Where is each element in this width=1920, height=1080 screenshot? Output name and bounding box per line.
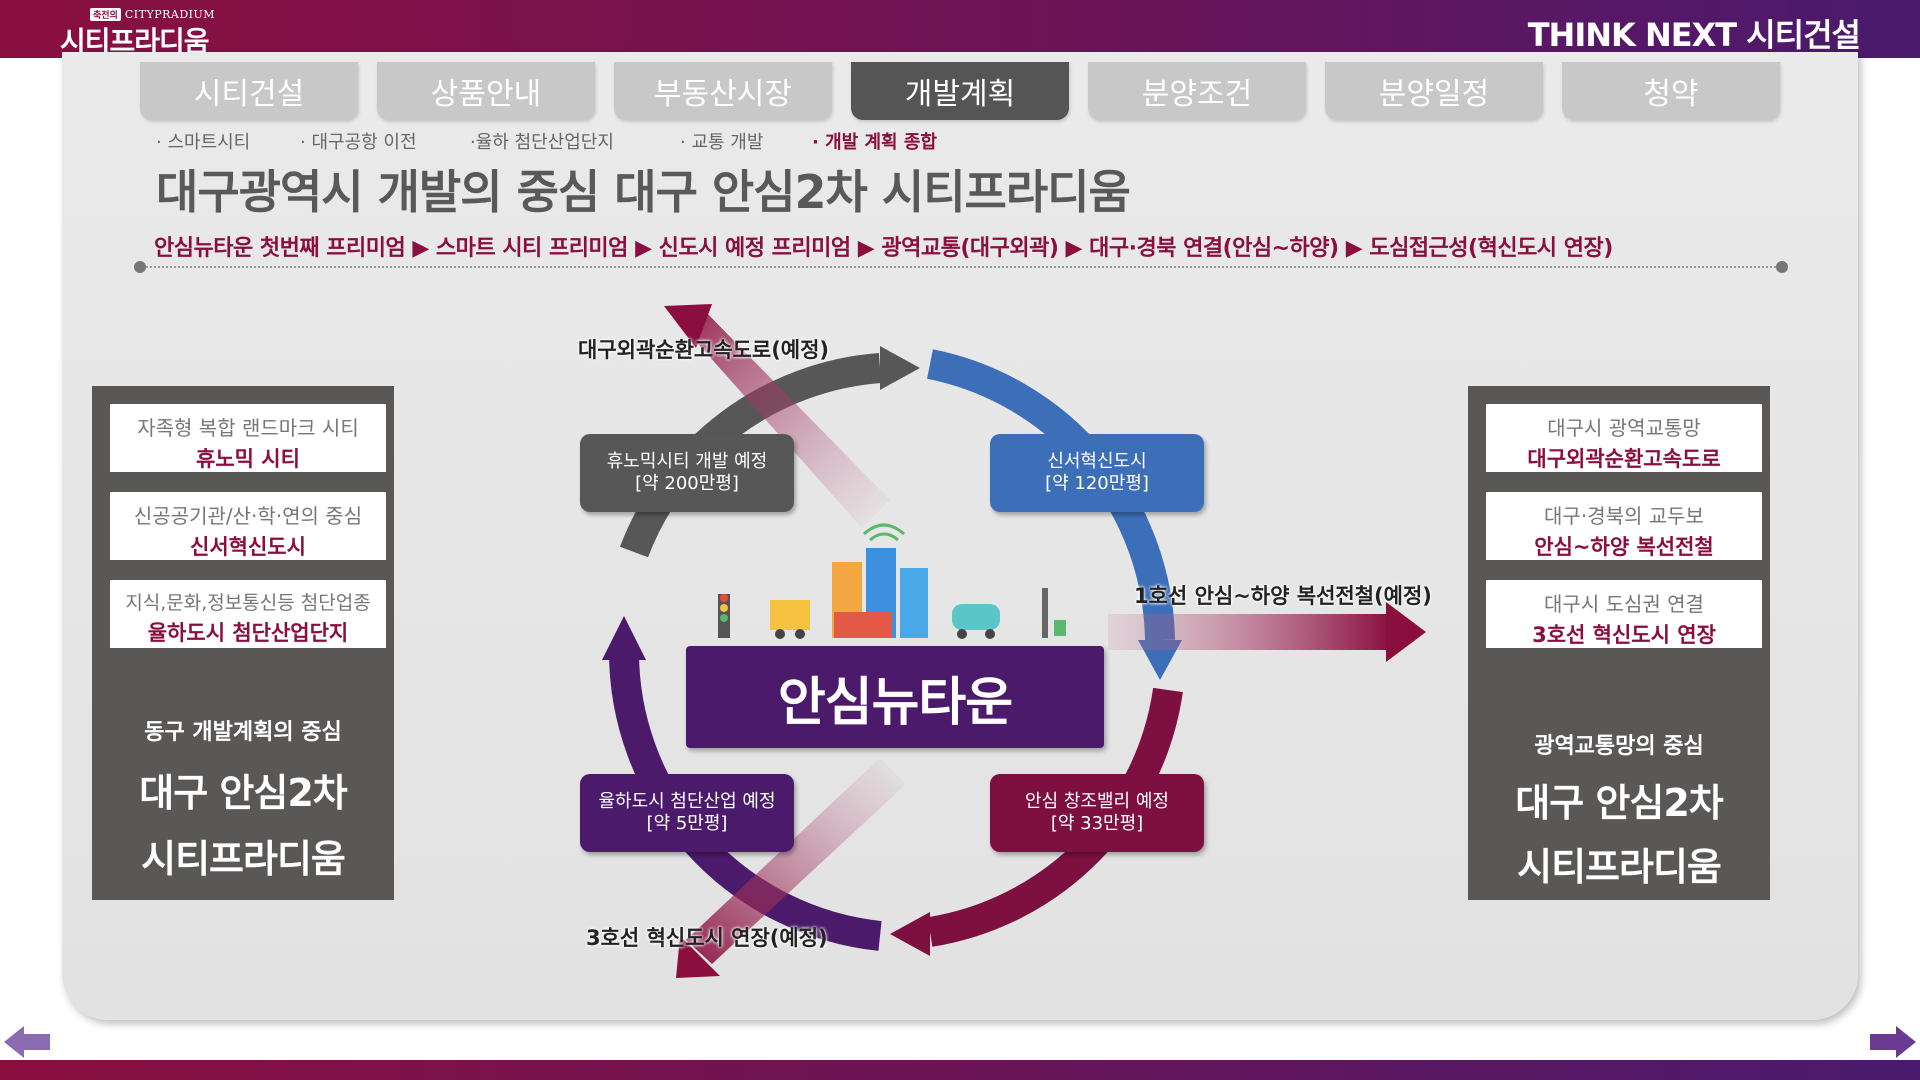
tab-product-info[interactable]: 상품안내 <box>377 62 595 120</box>
node-label: 휴노믹시티 개발 예정 <box>606 450 768 472</box>
node-size: [약 200만평] <box>635 473 739 494</box>
subnav-traffic-development[interactable]: · 교통 개발 <box>680 132 764 153</box>
tab-sale-conditions[interactable]: 분양조건 <box>1088 62 1306 120</box>
right-card-double-track: 대구·경북의 교두보 안심~하양 복선전철 <box>1486 492 1762 560</box>
city-illustration <box>718 523 1066 639</box>
slogan: THINK NEXT 시티건설 <box>1527 16 1861 54</box>
ring-arrowhead-left <box>602 616 646 660</box>
node-label: 신서혁신도시 <box>1047 450 1147 472</box>
route-arrow-line1 <box>1108 614 1390 650</box>
node-humanomic-city: 휴노믹시티 개발 예정 [약 200만평] <box>580 434 794 512</box>
left-card-yulha: 지식,문화,정보통신등 첨단업종 율하도시 첨단산업단지 <box>110 580 386 648</box>
node-size: [약 33만평] <box>1050 813 1144 834</box>
left-card-humanomic: 자족형 복합 랜드마크 시티 휴노믹 시티 <box>110 404 386 472</box>
left-project-name-2: 시티프라디움 <box>141 837 346 881</box>
card-desc: 신공공기관/산·학·연의 중심 <box>133 504 363 528</box>
route-arrow-line3 <box>686 758 906 964</box>
card-title: 안심~하양 복선전철 <box>1534 535 1714 559</box>
node-size: [약 5만평] <box>646 813 728 834</box>
card-title: 율하도시 첨단산업단지 <box>147 621 349 645</box>
card-title: 3호선 혁신도시 연장 <box>1532 623 1716 647</box>
bottom-bar <box>0 1060 1920 1080</box>
left-project-name-1: 대구 안심2차 <box>139 771 347 815</box>
card-desc: 대구시 광역교통망 <box>1547 416 1701 440</box>
premium-chain: 안심뉴타운 첫번째 프리미엄 ▶ 스마트 시티 프리미엄 ▶ 신도시 예정 프리… <box>154 236 1613 261</box>
ring-arrowhead-bottom <box>890 912 930 956</box>
subnav-yulha-industrial[interactable]: ·율하 첨단산업단지 <box>470 132 614 153</box>
route-label-outer-ring: 대구외곽순환고속도로(예정) <box>578 338 830 362</box>
tab-subscription[interactable]: 청약 <box>1562 62 1780 120</box>
sub-navigation: · 스마트시티 · 대구공항 이전 ·율하 첨단산업단지 · 교통 개발 · 개… <box>156 128 1156 156</box>
card-desc: 자족형 복합 랜드마크 시티 <box>137 416 359 440</box>
node-label: 율하도시 첨단산업 예정 <box>598 790 776 812</box>
subnav-smart-city[interactable]: · 스마트시티 <box>156 132 251 153</box>
node-yulha-industrial: 율하도시 첨단산업 예정 [약 5만평] <box>580 774 794 852</box>
divider-dot-left <box>134 261 146 273</box>
route-arrow-outer-ring-head <box>664 304 712 348</box>
card-desc: 대구·경북의 교두보 <box>1544 504 1704 528</box>
route-arrow-line3-head <box>676 936 720 978</box>
left-caption: 동구 개발계획의 중심 <box>144 720 342 745</box>
tab-development-plan[interactable]: 개발계획 <box>851 62 1069 120</box>
right-caption: 광역교통망의 중심 <box>1534 734 1704 759</box>
right-summary-box: 대구시 광역교통망 대구외곽순환고속도로 대구·경북의 교두보 안심~하양 복선… <box>1468 386 1770 900</box>
right-project-name-1: 대구 안심2차 <box>1515 781 1723 825</box>
card-title: 대구외곽순환고속도로 <box>1527 447 1721 471</box>
left-card-sinseo: 신공공기관/산·학·연의 중심 신서혁신도시 <box>110 492 386 560</box>
route-label-line1: 1호선 안심~하양 복선전철(예정) <box>1134 584 1432 608</box>
divider-line <box>138 266 1784 268</box>
tab-sale-schedule[interactable]: 분양일정 <box>1325 62 1543 120</box>
logo-subtitle: CITYPRADIUM <box>124 8 216 21</box>
route-label-line3: 3호선 혁신도시 연장(예정) <box>586 926 828 950</box>
prev-page-arrow-icon[interactable] <box>4 1024 52 1060</box>
main-tabs: 시티건설 상품안내 부동산시장 개발계획 분양조건 분양일정 청약 <box>140 62 1782 120</box>
right-project-name-2: 시티프라디움 <box>1517 845 1722 889</box>
left-summary-box: 자족형 복합 랜드마크 시티 휴노믹 시티 신공공기관/산·학·연의 중심 신서… <box>92 386 394 900</box>
divider-dot-right <box>1776 261 1788 273</box>
ring-arrowhead-top <box>880 346 920 390</box>
node-ansim-creative-valley: 안심 창조밸리 예정 [약 33만평] <box>990 774 1204 852</box>
node-label: 안심 창조밸리 예정 <box>1025 790 1169 812</box>
tab-city-construction[interactable]: 시티건설 <box>140 62 358 120</box>
route-arrow-line1-head <box>1386 602 1426 662</box>
next-page-arrow-icon[interactable] <box>1868 1024 1916 1060</box>
node-size: [약 120만평] <box>1045 473 1149 494</box>
node-sinseo-innovation-city: 신서혁신도시 [약 120만평] <box>990 434 1204 512</box>
right-card-line3: 대구시 도심권 연결 3호선 혁신도시 연장 <box>1486 580 1762 648</box>
right-card-ring-expressway: 대구시 광역교통망 대구외곽순환고속도로 <box>1486 404 1762 472</box>
subnav-development-summary[interactable]: · 개발 계획 종합 <box>812 132 937 153</box>
card-desc: 지식,문화,정보통신등 첨단업종 <box>125 592 371 614</box>
tab-real-estate-market[interactable]: 부동산시장 <box>614 62 832 120</box>
card-title: 신서혁신도시 <box>190 535 306 559</box>
page-title: 대구광역시 개발의 중심 대구 안심2차 시티프라디움 <box>156 165 1131 219</box>
card-desc: 대구시 도심권 연결 <box>1544 592 1704 616</box>
center-ansim-newtown: 안심뉴타운 <box>686 646 1104 748</box>
route-arrow-outer-ring <box>668 306 890 528</box>
logo-badge: 축전의 <box>90 8 121 21</box>
subnav-airport-relocation[interactable]: · 대구공항 이전 <box>300 132 417 153</box>
card-title: 휴노믹 시티 <box>196 447 300 471</box>
